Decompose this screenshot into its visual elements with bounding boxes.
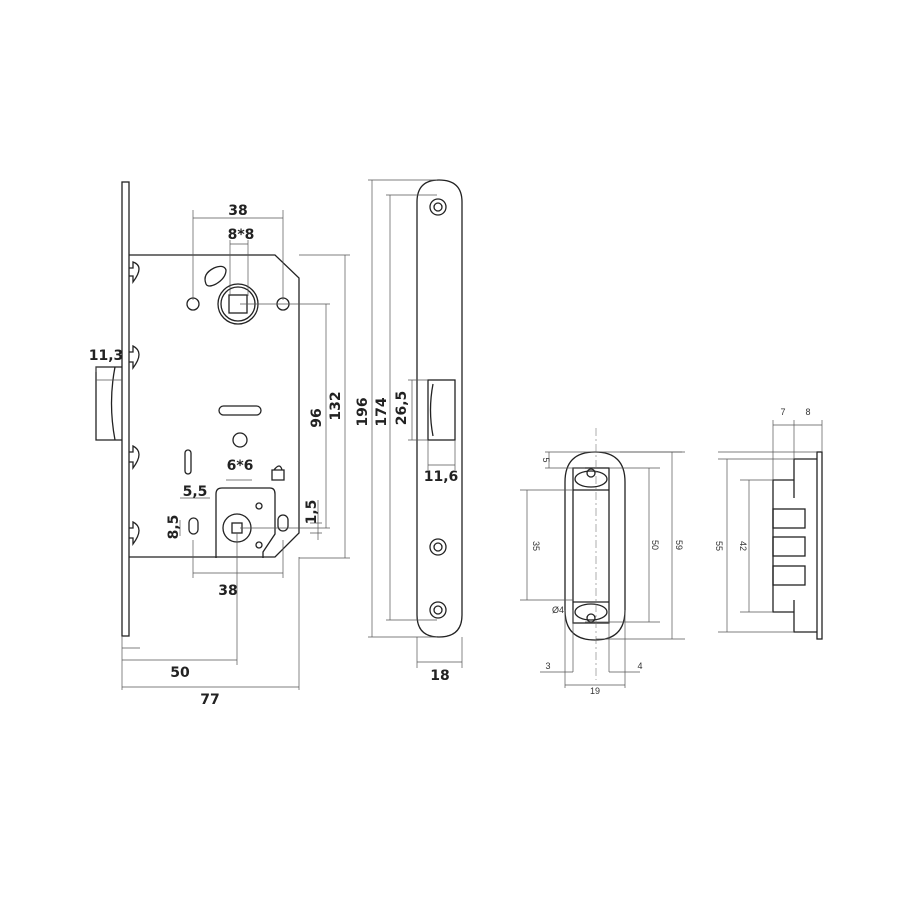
striker-side-body <box>772 458 817 633</box>
dim-7: 7 <box>780 407 785 417</box>
dim-4: 4 <box>637 661 642 671</box>
dim-18: 18 <box>430 668 449 684</box>
dim-77: 77 <box>200 692 219 708</box>
oval-hole <box>277 514 289 532</box>
dim-8-5: 8,5 <box>166 515 182 540</box>
side-dimension-lines <box>718 420 823 633</box>
small-hole <box>255 541 263 549</box>
dim-hole-diameter: Ø4 <box>552 605 564 615</box>
lock-body-view: 38 8*8 11,3 6*6 5,5 8,5 1,5 96 132 38 50… <box>89 181 350 708</box>
latch-face <box>429 383 434 437</box>
faceplate-outline <box>416 179 463 638</box>
striker-side-plate <box>816 451 823 640</box>
striker-front-view: 5 35 50 59 Ø4 3 4 19 <box>520 428 685 696</box>
dim-5-5: 5,5 <box>183 484 208 500</box>
striker-side-view: 7 8 55 42 <box>714 407 823 640</box>
countersink <box>574 470 608 488</box>
lock-dimension-lines <box>95 210 350 690</box>
dim-26-5: 26,5 <box>394 391 410 426</box>
d-hole <box>271 465 285 481</box>
striker-pocket-edges <box>573 489 609 603</box>
lock-case <box>129 254 300 558</box>
case-tabs <box>129 261 140 546</box>
faceplate-dimension-lines <box>368 179 463 668</box>
dim-6x6: 6*6 <box>227 458 254 474</box>
dim-38-top: 38 <box>228 203 247 219</box>
key-slot <box>218 405 262 416</box>
dim-42: 42 <box>738 541 748 551</box>
dim-1-5: 1,5 <box>304 500 320 525</box>
dim-50: 50 <box>650 540 660 550</box>
dim-55: 55 <box>714 541 724 551</box>
thumbturn-plate <box>215 487 276 558</box>
dim-59: 59 <box>674 540 684 550</box>
dim-50: 50 <box>170 665 190 681</box>
faceplate-hole <box>429 601 447 619</box>
latch-bolt <box>95 366 122 441</box>
pin-slot <box>184 449 192 475</box>
round-hole <box>232 432 248 448</box>
faceplate-hole <box>429 538 447 556</box>
dim-132: 132 <box>328 391 344 420</box>
dim-5: 5 <box>541 457 551 462</box>
dim-8x8: 8*8 <box>228 227 255 243</box>
dim-3: 3 <box>545 661 550 671</box>
dim-35: 35 <box>531 541 541 551</box>
striker-tooth <box>772 536 806 557</box>
faceplate-hole-inner <box>433 605 443 615</box>
dim-8: 8 <box>805 407 810 417</box>
dim-11-3: 11,3 <box>89 348 124 364</box>
striker-outline <box>564 451 626 641</box>
kidney-slot <box>204 265 227 287</box>
dim-38-bottom: 38 <box>218 583 237 599</box>
faceplate-view: 196 174 26,5 11,6 18 <box>355 179 463 684</box>
screw-hole <box>586 468 596 478</box>
striker-plate <box>572 467 610 624</box>
faceplate-hole-inner <box>433 202 443 212</box>
dim-174: 174 <box>374 397 390 426</box>
countersink <box>574 603 608 621</box>
faceplate-hole-inner <box>433 542 443 552</box>
striker-tooth <box>772 565 806 586</box>
small-hole <box>255 502 263 510</box>
oval-hole <box>188 517 199 535</box>
lock-faceplate-edge <box>121 181 130 637</box>
screw-hole <box>586 613 596 623</box>
faceplate-hole <box>429 198 447 216</box>
dim-11-6: 11,6 <box>424 469 459 485</box>
striker-tooth <box>772 508 806 529</box>
dim-96: 96 <box>309 408 325 427</box>
striker-dimension-lines <box>520 451 685 688</box>
latch-opening <box>427 379 456 441</box>
dim-196: 196 <box>355 397 371 426</box>
dim-19: 19 <box>590 686 600 696</box>
